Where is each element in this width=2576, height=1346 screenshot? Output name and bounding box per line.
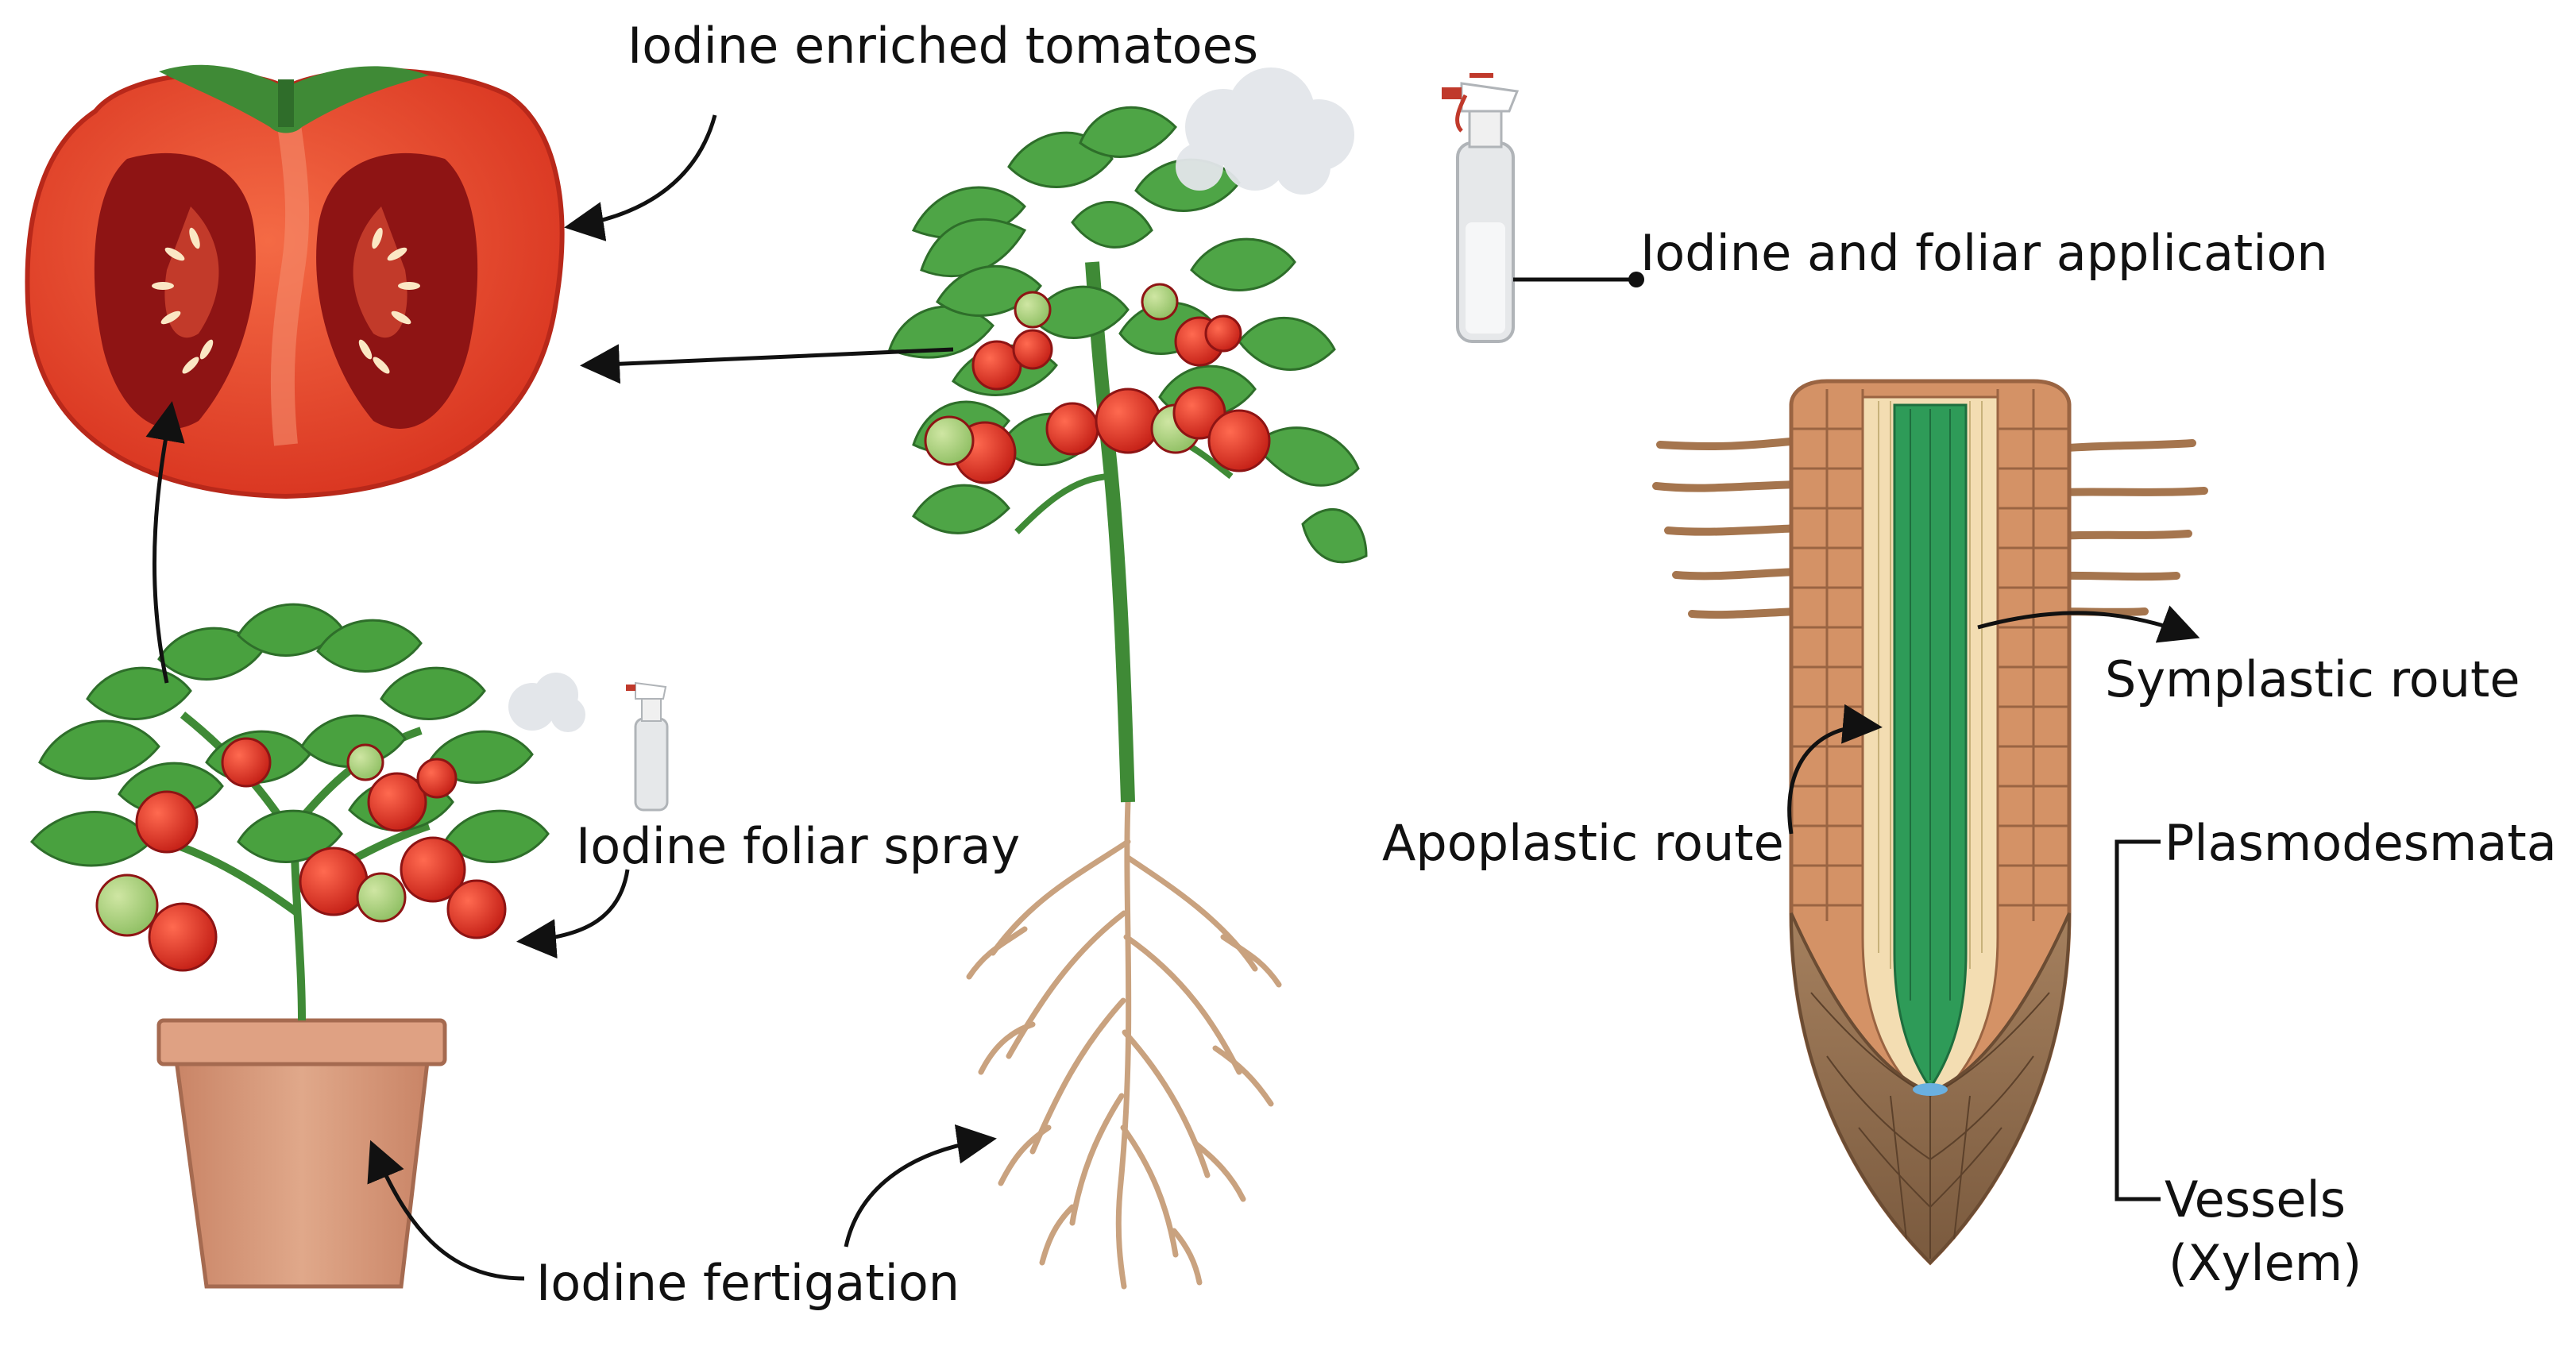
spray-bottle-icon [1442,73,1520,343]
arrow-enriched-tomatoes [564,114,717,241]
cut-tomato [25,64,565,499]
label-apoplastic-route: Apoplastic route [1382,814,1784,872]
label-vessels: Vessels [2165,1171,2346,1228]
label-plasmodesmata: Plasmodesmata [2165,814,2557,872]
label-xylem: (Xylem) [2169,1234,2362,1292]
connector-foliar-application [1513,272,1644,287]
label-foliar-spray: Iodine foliar spray [576,817,1021,875]
label-symplastic-route: Symplastic route [2105,650,2520,708]
arrow-foliar-spray [516,869,630,959]
small-spray-bottle-icon [626,681,669,812]
root-cross-section [1652,379,2208,1266]
label-fertigation: Iodine fertigation [536,1254,960,1312]
connector-arrows [145,114,2200,1281]
label-enriched-tomatoes: Iodine enriched tomatoes [628,17,1259,75]
arrow-plant-to-tomato [580,344,954,384]
label-foliar-application: Iodine and foliar application [1640,224,2328,282]
arrow-fertigation-pot [367,1140,525,1281]
bracket-plasmodesmata-vessels [2114,839,2161,1201]
potted-tomato-plant [29,603,585,1289]
arrow-apoplastic [1787,704,1883,835]
arrow-symplastic [1977,605,2200,643]
arrow-pot-to-tomato [145,401,185,684]
tall-tomato-plant [888,67,1368,1290]
arrow-fertigation-roots [844,1124,997,1248]
